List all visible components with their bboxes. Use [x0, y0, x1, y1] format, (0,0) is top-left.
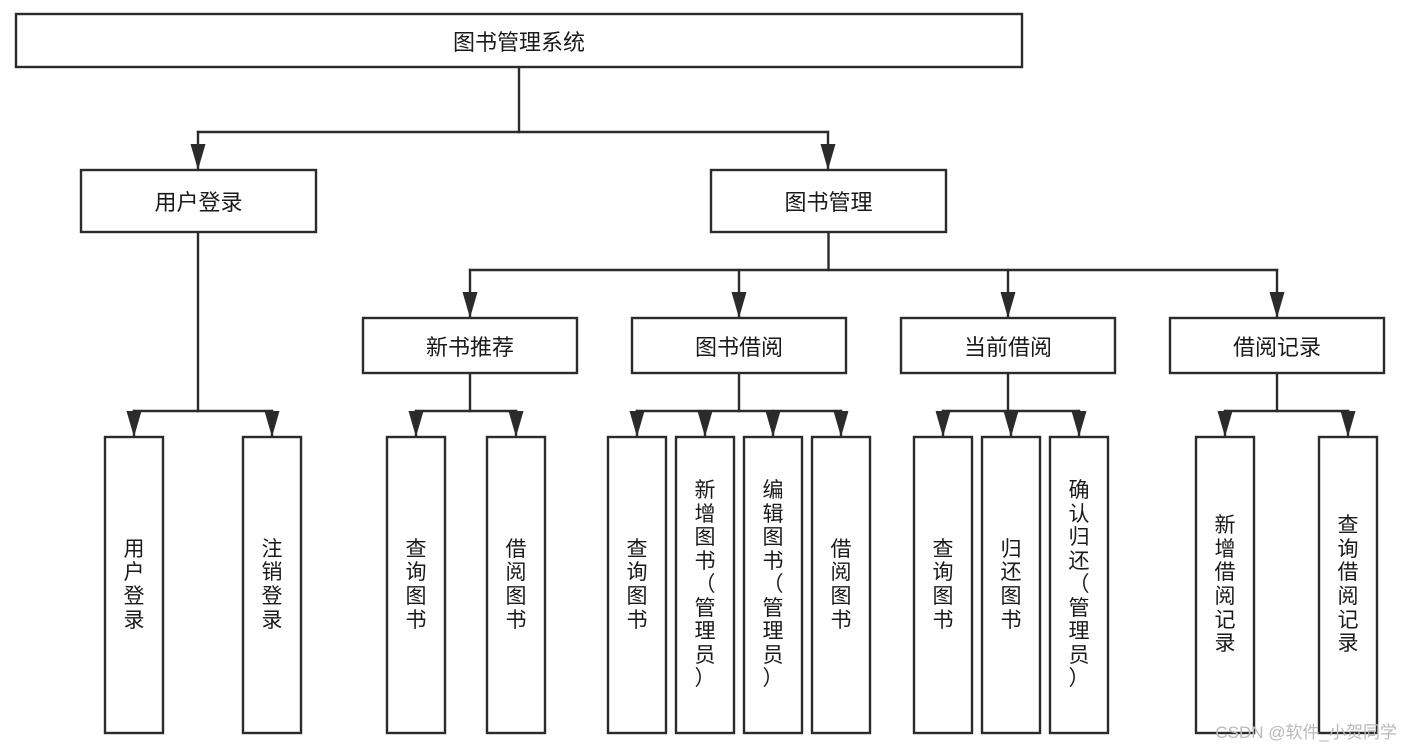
node-box-user-login[interactable] — [79, 168, 318, 234]
arrow-head-icon — [1000, 292, 1016, 318]
node-box-leaf-query-book-rec[interactable] — [385, 435, 447, 735]
node-box-leaf-query-book-current[interactable] — [912, 435, 974, 735]
arrow-head-icon — [765, 411, 781, 437]
node-box-leaf-query-borrow-record[interactable] — [1317, 435, 1379, 735]
node-box-current-borrow[interactable] — [899, 316, 1117, 375]
arrow-head-icon — [1217, 411, 1233, 437]
connector-lines — [126, 65, 1356, 437]
arrow-head-icon — [731, 292, 747, 318]
watermark: CSDN @软件_小贺同学 — [1215, 723, 1397, 742]
node-box-leaf-query-book-borrow[interactable] — [606, 435, 668, 735]
arrow-head-icon — [1003, 411, 1019, 437]
node-box-leaf-user-logout[interactable] — [241, 435, 303, 735]
arrow-head-icon — [462, 292, 478, 318]
node-box-leaf-add-book-admin[interactable] — [674, 435, 736, 735]
node-box-root[interactable] — [14, 12, 1024, 69]
node-box-leaf-user-login[interactable] — [103, 435, 165, 735]
node-box-leaf-edit-book-admin[interactable] — [742, 435, 804, 735]
arrow-head-icon — [264, 411, 280, 437]
node-boxes — [14, 12, 1386, 735]
node-box-book-borrow[interactable] — [630, 316, 848, 375]
arrow-head-icon — [1340, 411, 1356, 437]
arrow-head-icon — [629, 411, 645, 437]
node-box-borrow-record[interactable] — [1168, 316, 1386, 375]
node-box-leaf-borrow-book[interactable] — [810, 435, 872, 735]
node-box-book-manage[interactable] — [709, 168, 948, 234]
node-box-leaf-add-borrow-record[interactable] — [1194, 435, 1256, 735]
arrow-head-icon — [126, 411, 142, 437]
node-box-leaf-return-book[interactable] — [980, 435, 1042, 735]
node-box-leaf-confirm-return-admin[interactable] — [1048, 435, 1110, 735]
arrow-head-icon — [1071, 411, 1087, 437]
arrow-head-icon — [408, 411, 424, 437]
arrow-head-icon — [190, 144, 206, 170]
arrow-head-icon — [820, 144, 836, 170]
arrow-head-icon — [508, 411, 524, 437]
arrow-head-icon — [935, 411, 951, 437]
arrow-head-icon — [697, 411, 713, 437]
node-box-leaf-borrow-book-rec[interactable] — [485, 435, 547, 735]
node-box-new-book-rec[interactable] — [361, 316, 579, 375]
arrow-head-icon — [1269, 292, 1285, 318]
arrow-head-icon — [833, 411, 849, 437]
